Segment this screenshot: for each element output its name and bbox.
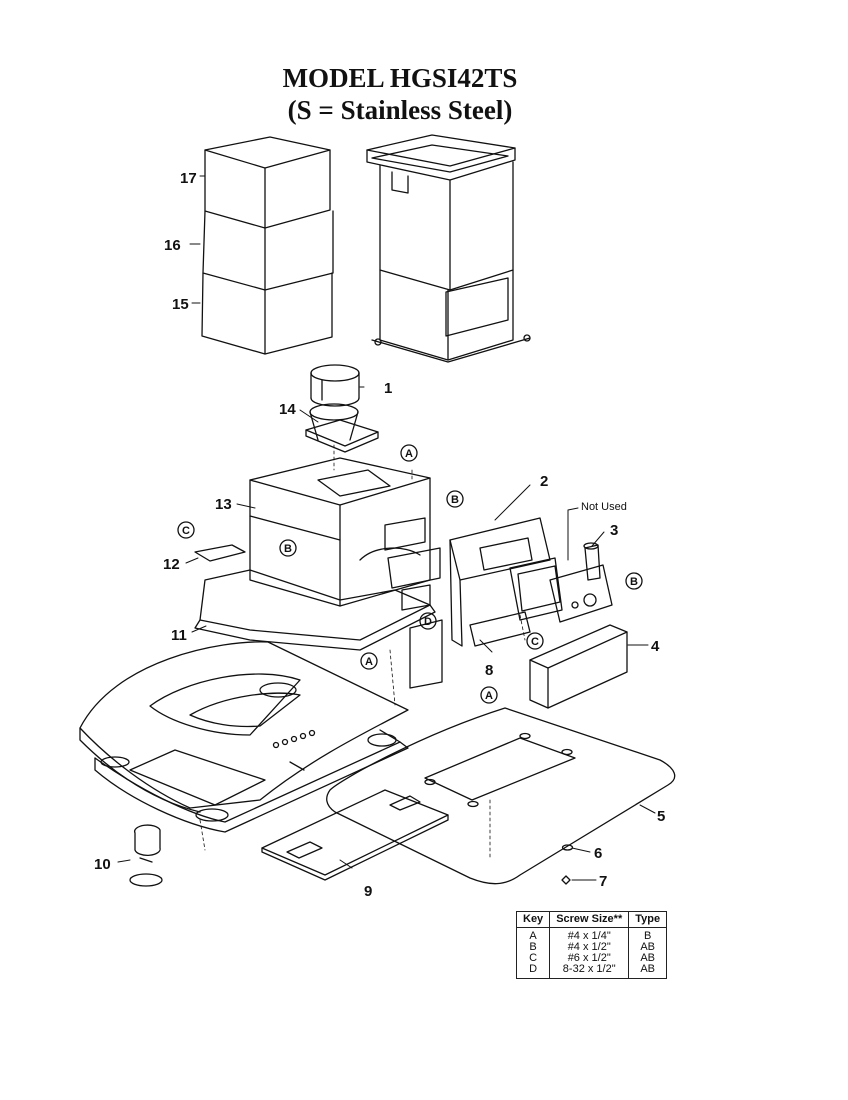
leader-lines bbox=[117, 175, 656, 881]
part-number-labels: 17 16 15 1 14 13 2 3 12 11 4 8 5 6 7 10 … bbox=[94, 170, 665, 900]
label-7: 7 bbox=[599, 873, 607, 890]
table-row: C #6 x 1/2" AB bbox=[515, 953, 668, 964]
header-type: Type bbox=[628, 911, 668, 928]
label-4: 4 bbox=[651, 638, 660, 655]
screw-size-table: Key Screw Size** Type A #4 x 1/4" B B #4… bbox=[515, 911, 668, 979]
callout-b3: B bbox=[630, 576, 638, 588]
bottom-plate bbox=[326, 707, 676, 885]
label-10: 10 bbox=[94, 856, 111, 873]
header-screw-size: Screw Size** bbox=[549, 911, 630, 928]
callout-b2: B bbox=[284, 543, 292, 555]
model-subtitle: (S = Stainless Steel) bbox=[287, 95, 513, 125]
callout-c2: C bbox=[531, 636, 539, 648]
label-8: 8 bbox=[485, 662, 493, 679]
duct-cover-stack bbox=[201, 136, 334, 355]
grease-filter bbox=[261, 789, 449, 881]
label-12: 12 bbox=[163, 556, 180, 573]
label-14: 14 bbox=[279, 401, 296, 418]
diagram-title: MODEL HGSI42TS (S = Stainless Steel) bbox=[0, 62, 800, 126]
label-3: 3 bbox=[610, 522, 618, 539]
callout-b1: B bbox=[451, 494, 459, 506]
control-panel-assembly bbox=[449, 517, 613, 647]
label-17: 17 bbox=[180, 170, 197, 187]
hood-liner bbox=[194, 569, 436, 651]
callout-a3: A bbox=[485, 690, 493, 702]
cell-type: AB bbox=[628, 964, 668, 979]
callout-a1: A bbox=[405, 448, 413, 460]
cell-size: #4 x 1/4" bbox=[549, 927, 630, 942]
label-16: 16 bbox=[164, 237, 181, 254]
mounting-bracket bbox=[194, 544, 246, 562]
cell-size: 8-32 x 1/2" bbox=[549, 964, 630, 979]
label-11: 11 bbox=[171, 627, 187, 644]
duct-transition bbox=[305, 403, 379, 453]
blower-housing bbox=[249, 457, 441, 611]
cell-type: B bbox=[628, 927, 668, 942]
cell-type: AB bbox=[628, 942, 668, 953]
label-9: 9 bbox=[364, 883, 372, 900]
control-cover bbox=[529, 624, 628, 709]
cell-type: AB bbox=[628, 953, 668, 964]
cell-size: #4 x 1/2" bbox=[549, 942, 630, 953]
not-used-note: Not Used bbox=[581, 501, 627, 513]
cell-size: #6 x 1/2" bbox=[549, 953, 630, 964]
table-row: A #4 x 1/4" B bbox=[515, 927, 668, 942]
control-knob bbox=[129, 824, 163, 887]
screw-table-header: Key Screw Size** Type bbox=[515, 911, 668, 928]
screw-callouts: A B B C B D C A A bbox=[177, 444, 643, 704]
label-1: 1 bbox=[384, 380, 392, 397]
table-row: D 8-32 x 1/2" AB bbox=[515, 964, 668, 979]
damper-collar bbox=[310, 364, 360, 407]
label-6: 6 bbox=[594, 845, 602, 862]
table-row: B #4 x 1/2" AB bbox=[515, 942, 668, 953]
side-bracket bbox=[409, 619, 443, 689]
callout-d1: D bbox=[424, 616, 432, 628]
label-5: 5 bbox=[657, 808, 665, 825]
callout-a2: A bbox=[365, 656, 373, 668]
model-name: MODEL HGSI42TS bbox=[282, 63, 518, 93]
cell-key: C bbox=[515, 953, 551, 964]
label-13: 13 bbox=[215, 496, 232, 513]
chimney-support-frame bbox=[366, 134, 531, 363]
header-key: Key bbox=[515, 911, 551, 928]
cell-key: A bbox=[515, 927, 551, 942]
outer-hood-canopy bbox=[79, 641, 409, 833]
cell-key: B bbox=[515, 942, 551, 953]
callout-c1: C bbox=[182, 525, 190, 537]
assembly-guide-lines bbox=[199, 444, 526, 861]
label-2: 2 bbox=[540, 473, 548, 490]
cell-key: D bbox=[515, 964, 551, 979]
label-15: 15 bbox=[172, 296, 189, 313]
